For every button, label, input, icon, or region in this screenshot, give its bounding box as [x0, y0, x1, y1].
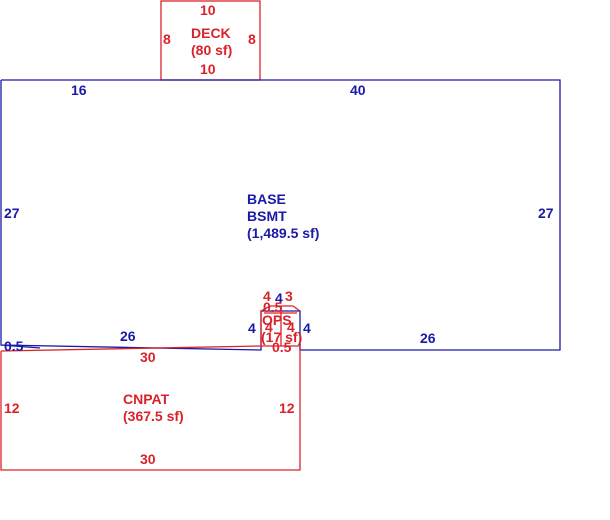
deck-dim-left: 8	[163, 31, 171, 47]
cnpat-area: (367.5 sf)	[123, 408, 184, 424]
cnpat-outline	[0, 345, 301, 471]
ops-code: OPS	[262, 312, 292, 328]
base-dim-right: 27	[538, 205, 554, 221]
base-code: BASE	[247, 191, 286, 207]
deck-area: (80 sf)	[191, 42, 232, 58]
base-dim-bottom-right: 26	[420, 330, 436, 346]
base-dim-top-left: 16	[71, 82, 87, 98]
base-dim-notch-left: 4	[248, 320, 256, 336]
ops-dim-bottom: 0.5	[272, 339, 292, 355]
cnpat-dim-bottom: 30	[140, 451, 156, 467]
deck-dim-right: 8	[248, 31, 256, 47]
deck-code: DECK	[191, 25, 231, 41]
cnpat-dim-right: 12	[279, 400, 295, 416]
ops-outline	[260, 305, 301, 346]
ops-dim-inner-left: 4	[265, 319, 273, 335]
base-dim-left: 27	[4, 205, 20, 221]
base-dim-notch-right: 4	[303, 320, 311, 336]
base-step-line	[0, 344, 41, 349]
ops-dim-mid: 0.5	[263, 299, 283, 315]
base-dim-bottom-left: 26	[120, 328, 136, 344]
deck-dim-bottom: 10	[200, 61, 216, 77]
base-dim-step: 0.5	[4, 338, 24, 354]
base-dim-top-right: 40	[350, 82, 366, 98]
ops-dim-top-b: 3	[285, 288, 293, 304]
ops-dim-inner-right: 4	[287, 319, 295, 335]
cnpat-code: CNPAT	[123, 391, 170, 407]
base-area: (1,489.5 sf)	[247, 225, 319, 241]
cnpat-dim-left: 12	[4, 400, 20, 416]
deck-dim-top: 10	[200, 2, 216, 18]
ops-dim-top-a: 4	[263, 288, 271, 304]
ops-dim-top-blue: 4	[275, 290, 283, 306]
cnpat-dim-top: 30	[140, 349, 156, 365]
base-name: BSMT	[247, 208, 287, 224]
ops-area: (17 sf)	[261, 329, 302, 345]
